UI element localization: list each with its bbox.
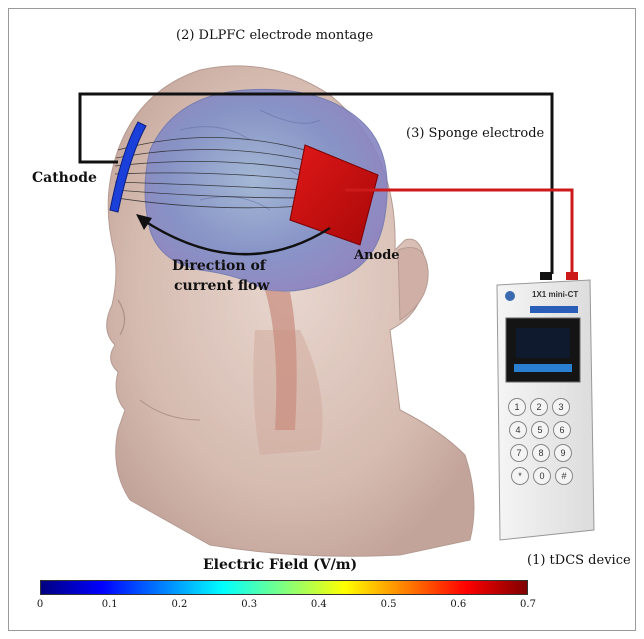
sponge-label: (3) Sponge electrode xyxy=(406,126,544,141)
direction-label-line1: Direction of xyxy=(172,258,266,274)
keypad-key: 8 xyxy=(532,444,550,462)
keypad-key: 0 xyxy=(533,467,551,485)
anode-label: Anode xyxy=(354,248,400,263)
colorbar xyxy=(40,580,528,595)
colorbar-tick-label: 0.1 xyxy=(102,599,118,610)
keypad-key: 9 xyxy=(554,444,572,462)
colorbar-tick-label: 0.5 xyxy=(381,599,397,610)
colorbar-tick-label: 0 xyxy=(37,599,43,610)
keypad-key: 1 xyxy=(508,398,526,416)
keypad-key: 6 xyxy=(553,421,571,439)
montage-label: (2) DLPFC electrode montage xyxy=(176,28,373,43)
keypad-key: 2 xyxy=(530,398,548,416)
keypad-key: * xyxy=(511,467,529,485)
keypad-key: # xyxy=(555,467,573,485)
keypad-key: 5 xyxy=(531,421,549,439)
colorbar-tick-label: 0.3 xyxy=(241,599,257,610)
brand-logo-icon xyxy=(505,291,515,301)
colorbar-tick-label: 0.2 xyxy=(171,599,187,610)
device-brand-label: 1X1 mini-CT xyxy=(532,290,578,299)
device-label: (1) tDCS device xyxy=(527,553,631,568)
cathode-label: Cathode xyxy=(32,170,97,186)
keypad-key: 4 xyxy=(509,421,527,439)
keypad-key: 7 xyxy=(510,444,528,462)
keypad-key: 3 xyxy=(552,398,570,416)
colorbar-title: Electric Field (V/m) xyxy=(203,557,357,573)
colorbar-tick-label: 0.4 xyxy=(311,599,327,610)
direction-label-line2: current flow xyxy=(174,278,269,294)
colorbar-tick-label: 0.7 xyxy=(520,599,536,610)
colorbar-tick-label: 0.6 xyxy=(450,599,466,610)
